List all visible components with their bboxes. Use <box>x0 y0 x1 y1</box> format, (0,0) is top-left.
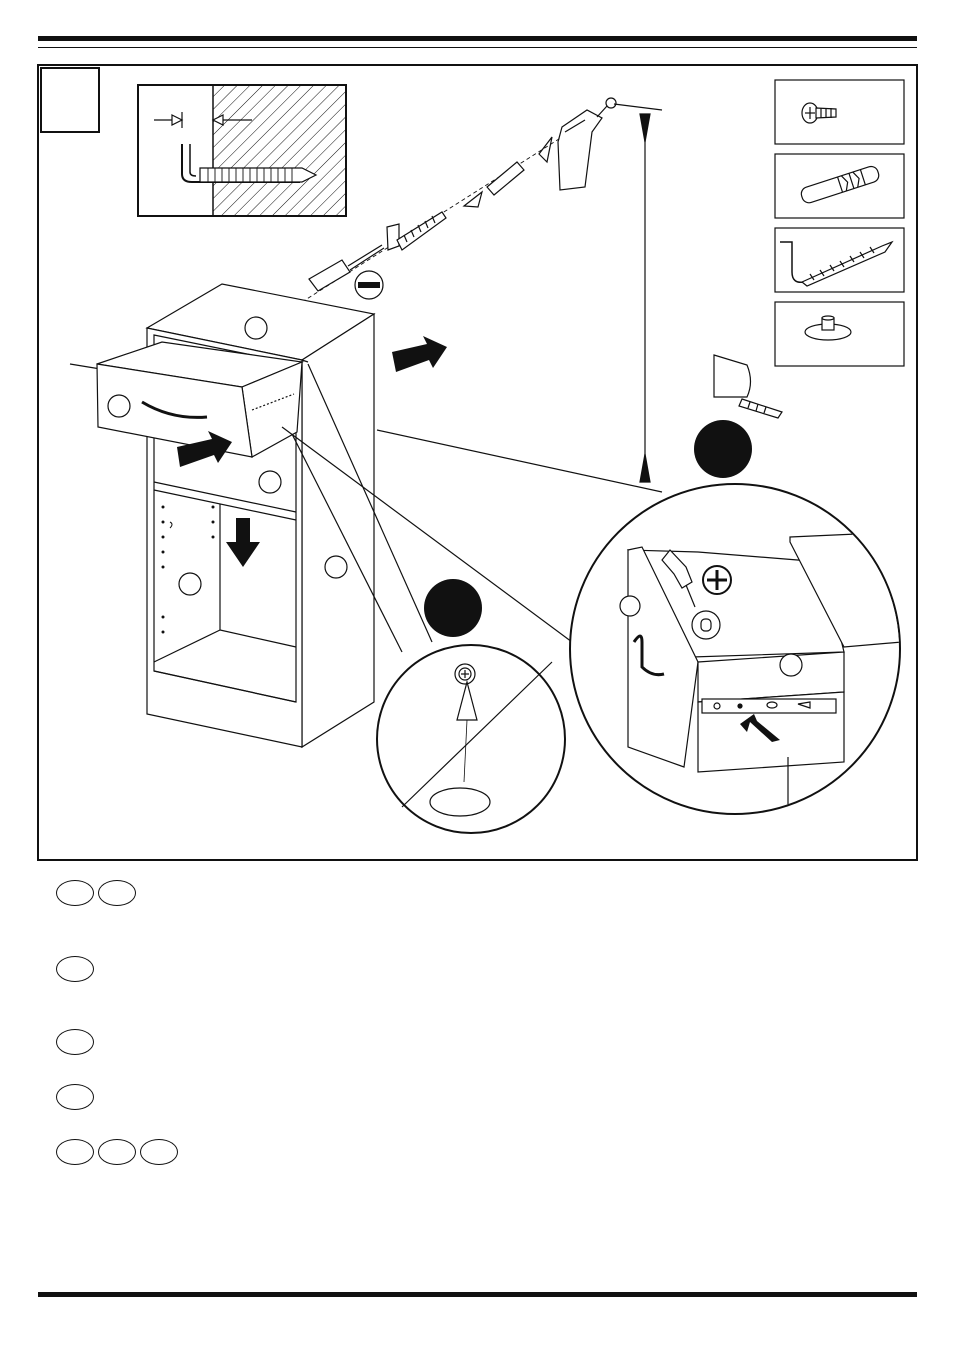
language-code-badge <box>56 956 94 982</box>
language-code-badge <box>98 880 136 906</box>
language-row-3 <box>56 1029 94 1059</box>
wall-plug-icon <box>774 153 905 219</box>
hook-screw-icon <box>774 227 905 293</box>
hook-screw-icon <box>386 211 447 251</box>
detail-glide-callout <box>376 579 566 834</box>
top-rule-secondary <box>38 47 917 48</box>
drawer <box>96 341 305 458</box>
language-row-2 <box>56 956 94 986</box>
step-number-box <box>40 67 100 133</box>
language-code-badge <box>140 1139 178 1165</box>
direction-arrows <box>177 336 447 567</box>
language-row-5 <box>56 1139 178 1169</box>
height-dimension <box>376 103 663 493</box>
language-code-badge <box>98 1139 136 1165</box>
language-code-badge <box>56 880 94 906</box>
assembly-illustration <box>40 67 905 834</box>
wall-plug-icon <box>462 161 525 208</box>
bottom-rule <box>38 1292 917 1297</box>
wall-section-inset <box>137 84 347 217</box>
flathead-screwdriver-icon <box>308 244 385 300</box>
language-code-badge <box>56 1139 94 1165</box>
language-code-badge <box>56 1084 94 1110</box>
assembly-step-frame <box>37 64 918 861</box>
screw-icon <box>774 79 905 145</box>
language-row-1 <box>56 880 136 910</box>
language-code-badge <box>56 1029 94 1055</box>
tape-measure-icon <box>713 354 783 419</box>
drill-icon <box>538 97 617 191</box>
language-row-4 <box>56 1084 94 1114</box>
furniture-glide-icon <box>774 301 905 367</box>
fittings-panel <box>774 79 905 367</box>
detail-runner-callout <box>569 420 901 815</box>
top-rule <box>38 36 917 41</box>
